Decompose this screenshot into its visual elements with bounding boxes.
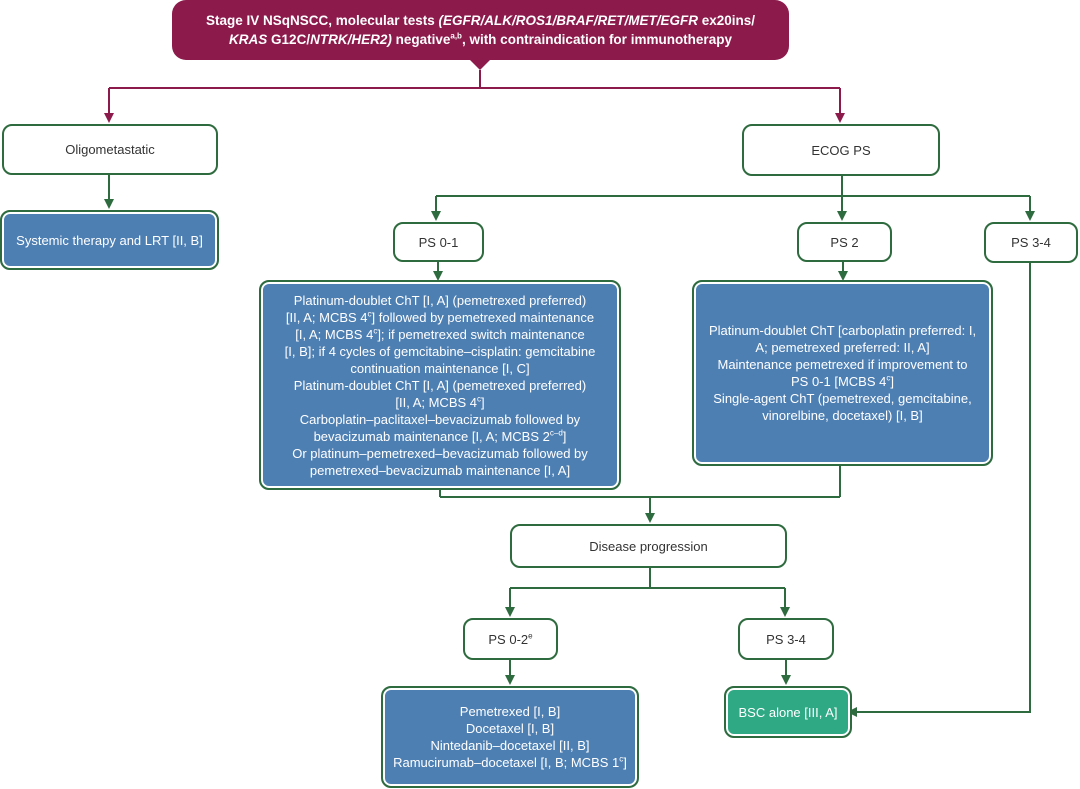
- node-ps-0-1: PS 0-1: [393, 222, 484, 262]
- header-line-1: Stage IV NSqNSCC, molecular tests (EGFR/…: [205, 13, 756, 28]
- node-ps-0-2: PS 0-2e: [463, 618, 558, 660]
- node-systemic-lrt: Systemic therapy and LRT [II, B]: [0, 210, 219, 270]
- node-bsc-alone: BSC alone [III, A]: [724, 686, 852, 738]
- node-ps2-treatment: Platinum-doublet ChT [carboplatin prefer…: [692, 280, 993, 466]
- arrow-ps34-to-bsc: [847, 263, 1031, 717]
- header-pointer: [470, 60, 490, 70]
- node-oligometastatic: Oligometastatic: [2, 124, 218, 175]
- node-ps-3-4-bottom: PS 3-4: [738, 618, 834, 660]
- node-second-line-treatment: Pemetrexed [I, B] Docetaxel [I, B] Ninte…: [381, 686, 639, 788]
- node-ps-3-4-top: PS 3-4: [984, 222, 1078, 263]
- node-ecog-ps: ECOG PS: [742, 124, 940, 176]
- header-criteria-box: Stage IV NSqNSCC, molecular tests (EGFR/…: [172, 0, 789, 60]
- node-disease-progression: Disease progression: [510, 524, 787, 568]
- header-line-2: KRAS G12C/NTRK/HER2) negativea,b, with c…: [229, 31, 732, 47]
- node-ps01-treatment: Platinum-doublet ChT [I, A] (pemetrexed …: [259, 280, 621, 490]
- node-ps-2: PS 2: [797, 222, 892, 262]
